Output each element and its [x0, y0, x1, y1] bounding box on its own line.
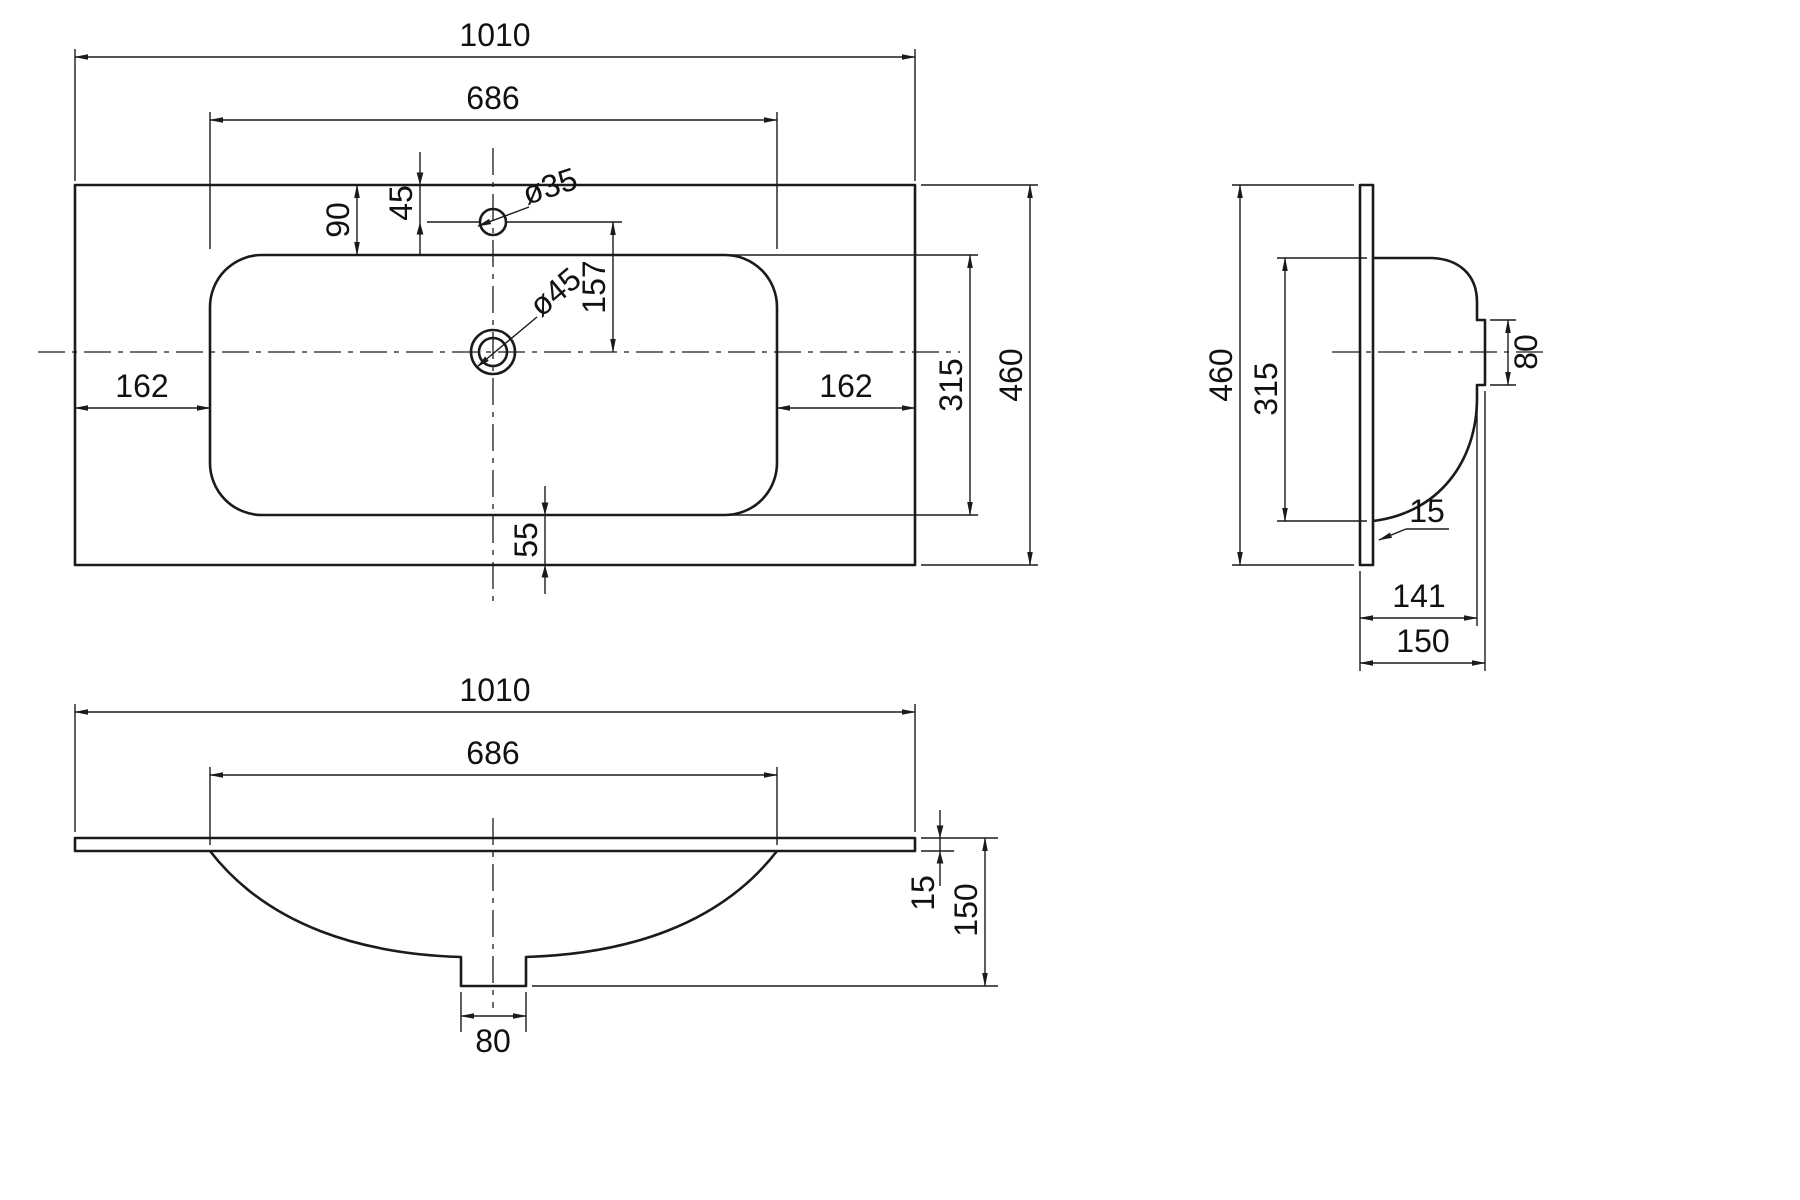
- basin-outline: [208, 253, 779, 517]
- front-dim-rim-thickness: 15: [905, 810, 998, 911]
- arrowhead: [416, 222, 424, 235]
- plan-dim-left-offset: 162: [74, 368, 211, 411]
- dim-label: 90: [320, 202, 356, 238]
- dim-label: 686: [466, 80, 519, 116]
- dim-label: 150: [948, 883, 984, 936]
- front-dim-width-total: 1010: [74, 672, 916, 832]
- dim-label: 80: [475, 1023, 511, 1059]
- dim-label: 55: [508, 522, 544, 558]
- dim-label: 45: [383, 185, 419, 221]
- countertop-edge-outline: [73, 836, 917, 853]
- dim-label: 1010: [459, 672, 530, 708]
- plan-dim-right-offset: 162: [776, 368, 916, 411]
- plan-dim-faucet-to-drain: 157: [506, 221, 622, 353]
- side-dim-total-height: 460: [1203, 184, 1354, 566]
- plan-dim-faucet-offset: 45: [383, 152, 479, 255]
- dim-label: 460: [993, 348, 1029, 401]
- plan-dim-basin-depth: 315: [728, 254, 978, 516]
- side-dim-total-depth: 150: [1359, 391, 1486, 671]
- dim-label: 15: [905, 875, 941, 911]
- side-view: 460 315 80 15 141 150: [1203, 183, 1545, 671]
- arrowhead: [416, 172, 424, 185]
- leader-line: [476, 316, 538, 368]
- drain-hole-outer: [469, 328, 517, 376]
- back-panel-outline: [1358, 183, 1375, 567]
- dim-label: 686: [466, 735, 519, 771]
- basin-profile-outline: [1372, 256, 1487, 523]
- side-dim-outlet-height: 80: [1490, 319, 1544, 386]
- front-dim-drain-width: 80: [460, 992, 527, 1059]
- arrowhead: [541, 565, 549, 578]
- side-dim-basin-height: 315: [1248, 257, 1367, 522]
- dim-label: 315: [1248, 362, 1284, 415]
- dim-label: 141: [1392, 578, 1445, 614]
- plan-view: 1010 686 90 45 157 162: [38, 17, 1038, 602]
- bowl-outline: [208, 850, 779, 988]
- side-dim-panel-thickness: 15: [1378, 493, 1449, 541]
- plan-dim-width-total: 1010: [74, 17, 916, 181]
- leader-line: [477, 206, 530, 227]
- arrowhead: [541, 502, 549, 515]
- dim-label: 162: [819, 368, 872, 404]
- front-view: 1010 686 15 150 80: [73, 672, 998, 1059]
- plan-dim-basin-width: 686: [209, 80, 778, 249]
- drain-hole-inner: [477, 336, 509, 368]
- arrowhead: [936, 851, 944, 864]
- dim-label: 157: [576, 260, 612, 313]
- plan-dim-top-offset: 90: [320, 184, 360, 256]
- plan-dim-bottom-offset: 55: [508, 486, 549, 594]
- dim-label: 15: [1409, 493, 1445, 529]
- side-dim-basin-depth: 141: [1359, 408, 1478, 671]
- front-dim-basin-width: 686: [209, 735, 778, 845]
- dim-label: 460: [1203, 348, 1239, 401]
- dim-label: 315: [933, 358, 969, 411]
- dim-label: 162: [115, 368, 168, 404]
- front-dim-total-height: 150: [532, 837, 998, 987]
- plan-dim-total-depth: 460: [921, 184, 1038, 566]
- arrowhead: [936, 825, 944, 838]
- dim-label: ø35: [518, 160, 582, 211]
- dim-label: 150: [1396, 623, 1449, 659]
- countertop-outline: [73, 183, 917, 567]
- leader-line: [1378, 528, 1407, 541]
- dim-label: 80: [1508, 334, 1544, 370]
- dim-label: 1010: [459, 17, 530, 53]
